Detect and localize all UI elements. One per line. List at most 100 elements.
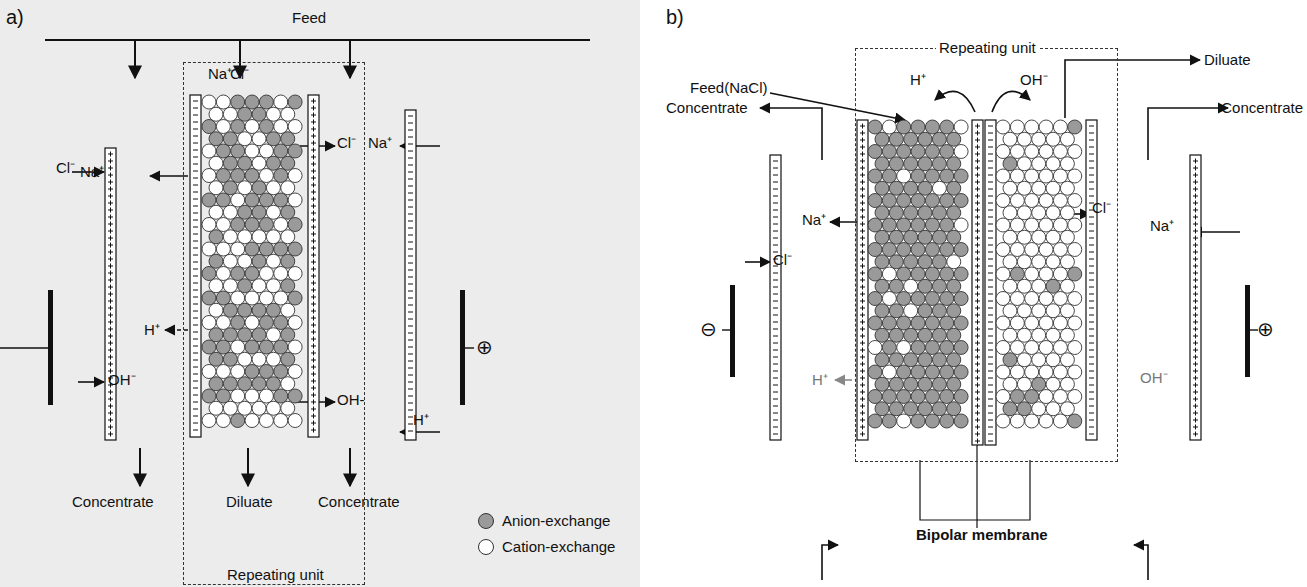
unit-label: Repeating unit [224, 567, 327, 584]
resin-bead [882, 120, 896, 134]
resin-bead [1025, 169, 1039, 183]
resin-bead [996, 341, 1010, 355]
resin-bead [1053, 194, 1067, 208]
resin-bead [281, 156, 295, 170]
resin-bead [996, 316, 1010, 330]
resin-bead [897, 194, 911, 208]
resin-bead [259, 365, 273, 379]
resin-bead [882, 414, 896, 428]
resin-bead [954, 194, 968, 208]
resin-bead [882, 292, 896, 306]
resin-bead [940, 414, 954, 428]
resin-bead [209, 181, 223, 195]
resin-bead [1017, 304, 1031, 318]
resin-bead [911, 194, 925, 208]
stream-label: Feed [292, 10, 326, 27]
resin-bead [209, 107, 223, 121]
resin-bead [1025, 365, 1039, 379]
resin-bead [288, 365, 302, 379]
resin-bead [1003, 377, 1017, 391]
resin-bead [245, 169, 259, 183]
resin-bead [259, 120, 273, 134]
resin-bead [288, 414, 302, 428]
resin-bead [259, 414, 273, 428]
panel-letter: b) [666, 6, 684, 28]
resin-bead [918, 304, 932, 318]
resin-bead [231, 316, 245, 330]
ion-label: H⁺ [413, 412, 429, 429]
resin-bead [897, 341, 911, 355]
resin-bead [996, 194, 1010, 208]
resin-bead [231, 267, 245, 281]
membrane-charges [311, 99, 316, 433]
resin-bead [245, 291, 259, 305]
resin-bead [1060, 353, 1074, 367]
resin-bead [266, 279, 280, 293]
resin-bead [996, 390, 1010, 404]
resin-bead [202, 193, 216, 207]
resin-bead [911, 365, 925, 379]
unit-label: Repeating unit [936, 40, 1039, 57]
membrane-charges [988, 126, 993, 441]
resin-bead [252, 181, 266, 195]
resin-bead [932, 132, 946, 146]
resin-bead [940, 341, 954, 355]
resin-bead [288, 316, 302, 330]
resin-bead [1068, 218, 1082, 232]
panel-letter: a) [6, 6, 24, 28]
resin-bead [911, 316, 925, 330]
resin-bead [216, 193, 230, 207]
resin-bead [882, 145, 896, 159]
ion-label: Na⁺ [80, 164, 104, 181]
resin-bead [925, 341, 939, 355]
membrane-charges [193, 101, 198, 430]
resin-bead [252, 352, 266, 366]
resin-bead [1032, 132, 1046, 146]
resin-bead [259, 340, 273, 354]
resin-bead [252, 303, 266, 317]
resin-bead [904, 279, 918, 293]
resin-bead [954, 120, 968, 134]
resin-bead [868, 120, 882, 134]
resin-bead [209, 303, 223, 317]
resin-bead [238, 279, 252, 293]
resin-bead [259, 291, 273, 305]
resin-bead [1010, 243, 1024, 257]
resin-bead [266, 254, 280, 268]
resin-bead [209, 377, 223, 391]
resin-bead [875, 279, 889, 293]
resin-bead [925, 243, 939, 257]
resin-bead [925, 120, 939, 134]
resin-bead [1010, 414, 1024, 428]
resin-bead [1025, 341, 1039, 355]
resin-bead [868, 218, 882, 232]
resin-bead [947, 328, 961, 342]
resin-bead [216, 340, 230, 354]
resin-bead [202, 144, 216, 158]
resin-bead [245, 340, 259, 354]
resin-bead [1046, 353, 1060, 367]
arrows-a [0, 40, 590, 486]
resin-bead [1017, 157, 1031, 171]
resin-bead [231, 144, 245, 158]
resin-bead [954, 341, 968, 355]
resin-bead [231, 242, 245, 256]
resin-bead [868, 316, 882, 330]
resin-bead [947, 377, 961, 391]
resin-bead [238, 303, 252, 317]
resin-bead [1060, 181, 1074, 195]
resin-bead [904, 353, 918, 367]
resin-bead [238, 205, 252, 219]
resin-bead [231, 389, 245, 403]
resin-bead [1060, 132, 1074, 146]
resin-bead [1032, 255, 1046, 269]
resin-bead [1046, 304, 1060, 318]
resin-bead [925, 414, 939, 428]
resin-bead [875, 206, 889, 220]
resin-bead [288, 120, 302, 134]
resin-bead [238, 401, 252, 415]
resin-bead [868, 194, 882, 208]
resin-bead [1032, 157, 1046, 171]
resin-bead [932, 377, 946, 391]
membrane-charges [860, 124, 865, 437]
